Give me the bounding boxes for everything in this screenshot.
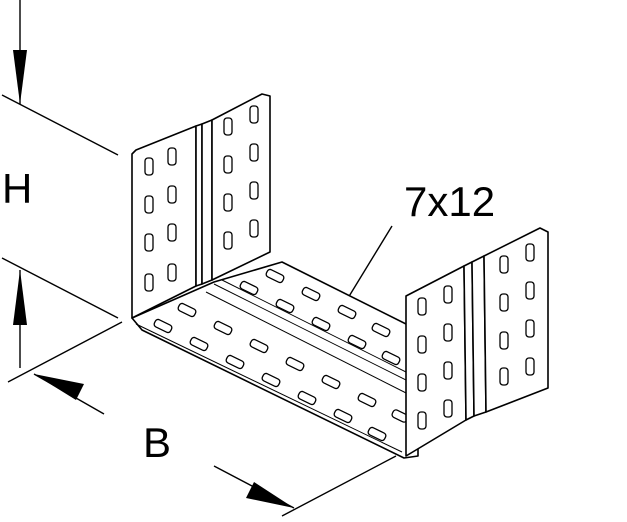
- right-side-plate: [405, 227, 549, 457]
- base-perforations: [153, 268, 409, 442]
- perforation-label: 7x12: [404, 178, 495, 225]
- height-extension-line-bottom: [1, 257, 119, 319]
- left-side-plate: [131, 93, 271, 319]
- perforation-leader-line: [347, 225, 393, 299]
- width-arrow-right: [246, 482, 294, 508]
- reducer-part: [131, 93, 549, 459]
- height-arrow-up: [13, 270, 27, 325]
- perforation-callout: 7x12: [347, 178, 495, 299]
- base-plate: [131, 261, 419, 459]
- height-label: H: [2, 165, 32, 212]
- width-extension-line-left: [7, 321, 123, 383]
- width-label: B: [143, 419, 171, 466]
- height-extension-line-top: [1, 94, 119, 156]
- height-arrow-down: [13, 50, 27, 104]
- width-extension-line-right: [281, 455, 397, 517]
- width-arrow-left: [34, 374, 84, 400]
- right-perforations: [417, 243, 535, 430]
- width-dimension: B: [7, 321, 397, 517]
- height-dimension: H: [1, 0, 119, 368]
- left-perforations: [144, 105, 259, 292]
